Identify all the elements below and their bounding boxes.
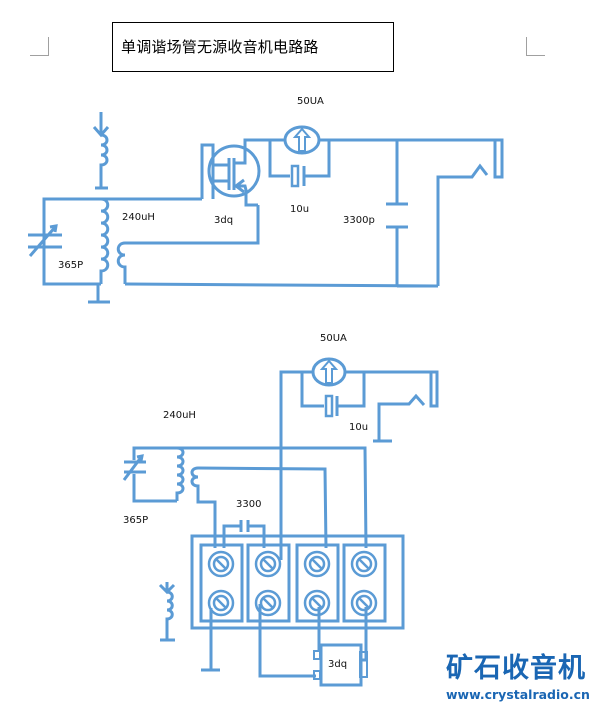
document-title: 单调谐场管无源收音机电路路 bbox=[121, 38, 319, 56]
screw-icon bbox=[350, 589, 378, 617]
antenna-icon bbox=[92, 112, 110, 138]
meter-50ua-icon bbox=[283, 125, 321, 155]
page-corner-top-left bbox=[30, 37, 49, 56]
watermark: 矿石收音机 www.crystalradio.cn bbox=[446, 646, 590, 702]
watermark-title: 矿石收音机 bbox=[446, 653, 586, 684]
title-box: 单调谐场管无源收音机电路路 bbox=[112, 22, 394, 72]
meter-50ua-icon-bottom bbox=[311, 357, 347, 387]
capacitor-3300p-icon bbox=[386, 202, 408, 229]
label-cap-3300p: 3300p bbox=[343, 215, 375, 226]
label-variable-cap-365p-bottom: 365P bbox=[123, 515, 149, 526]
screw-terminals bbox=[207, 550, 378, 617]
label-transistor-3dq: 3dq bbox=[214, 215, 234, 226]
label-inductor-240uh-bottom: 240uH bbox=[163, 410, 196, 421]
headphone-jack-icon bbox=[493, 138, 504, 179]
transistor-3dq-icon bbox=[200, 138, 280, 207]
main-inductor-icon bbox=[99, 197, 110, 284]
label-cap-10u: 10u bbox=[290, 204, 310, 215]
label-meter-50ua-bottom: 50UA bbox=[320, 333, 347, 344]
variable-capacitor-icon-bottom bbox=[122, 454, 146, 481]
transistor-3dq-package-icon bbox=[313, 643, 368, 687]
screw-icon bbox=[207, 550, 235, 578]
screw-icon bbox=[254, 589, 282, 617]
screw-icon bbox=[303, 589, 331, 617]
top-schematic bbox=[28, 112, 504, 304]
label-cap-3300-bottom: 3300 bbox=[236, 499, 262, 510]
screw-icon bbox=[254, 550, 282, 578]
capacitor-10u-icon bbox=[290, 164, 306, 188]
label-transistor-3dq-bottom: 3dq bbox=[328, 659, 348, 670]
label-variable-cap-365p: 365P bbox=[58, 260, 84, 271]
variable-capacitor-icon bbox=[28, 224, 62, 257]
bottom-schematic bbox=[122, 357, 439, 687]
capacitor-3300-icon bbox=[239, 520, 250, 532]
capacitor-10u-icon-bottom bbox=[324, 394, 339, 418]
screw-icon bbox=[350, 550, 378, 578]
antenna-coil-icon-bottom bbox=[165, 590, 174, 640]
headphone-jack-icon-bottom bbox=[429, 370, 439, 408]
watermark-url: www.crystalradio.cn bbox=[446, 687, 590, 702]
label-meter-50ua: 50UA bbox=[297, 96, 324, 107]
main-inductor-icon-bottom bbox=[175, 446, 185, 501]
screw-icon bbox=[207, 589, 235, 617]
page-corner-top-right bbox=[526, 37, 545, 56]
label-cap-10u-bottom: 10u bbox=[349, 422, 369, 433]
screw-icon bbox=[303, 550, 331, 578]
antenna-coil-icon bbox=[99, 133, 109, 178]
secondary-coil-icon bbox=[116, 241, 127, 284]
secondary-coil-icon-bottom bbox=[190, 466, 217, 548]
label-inductor-240uh: 240uH bbox=[122, 212, 155, 223]
